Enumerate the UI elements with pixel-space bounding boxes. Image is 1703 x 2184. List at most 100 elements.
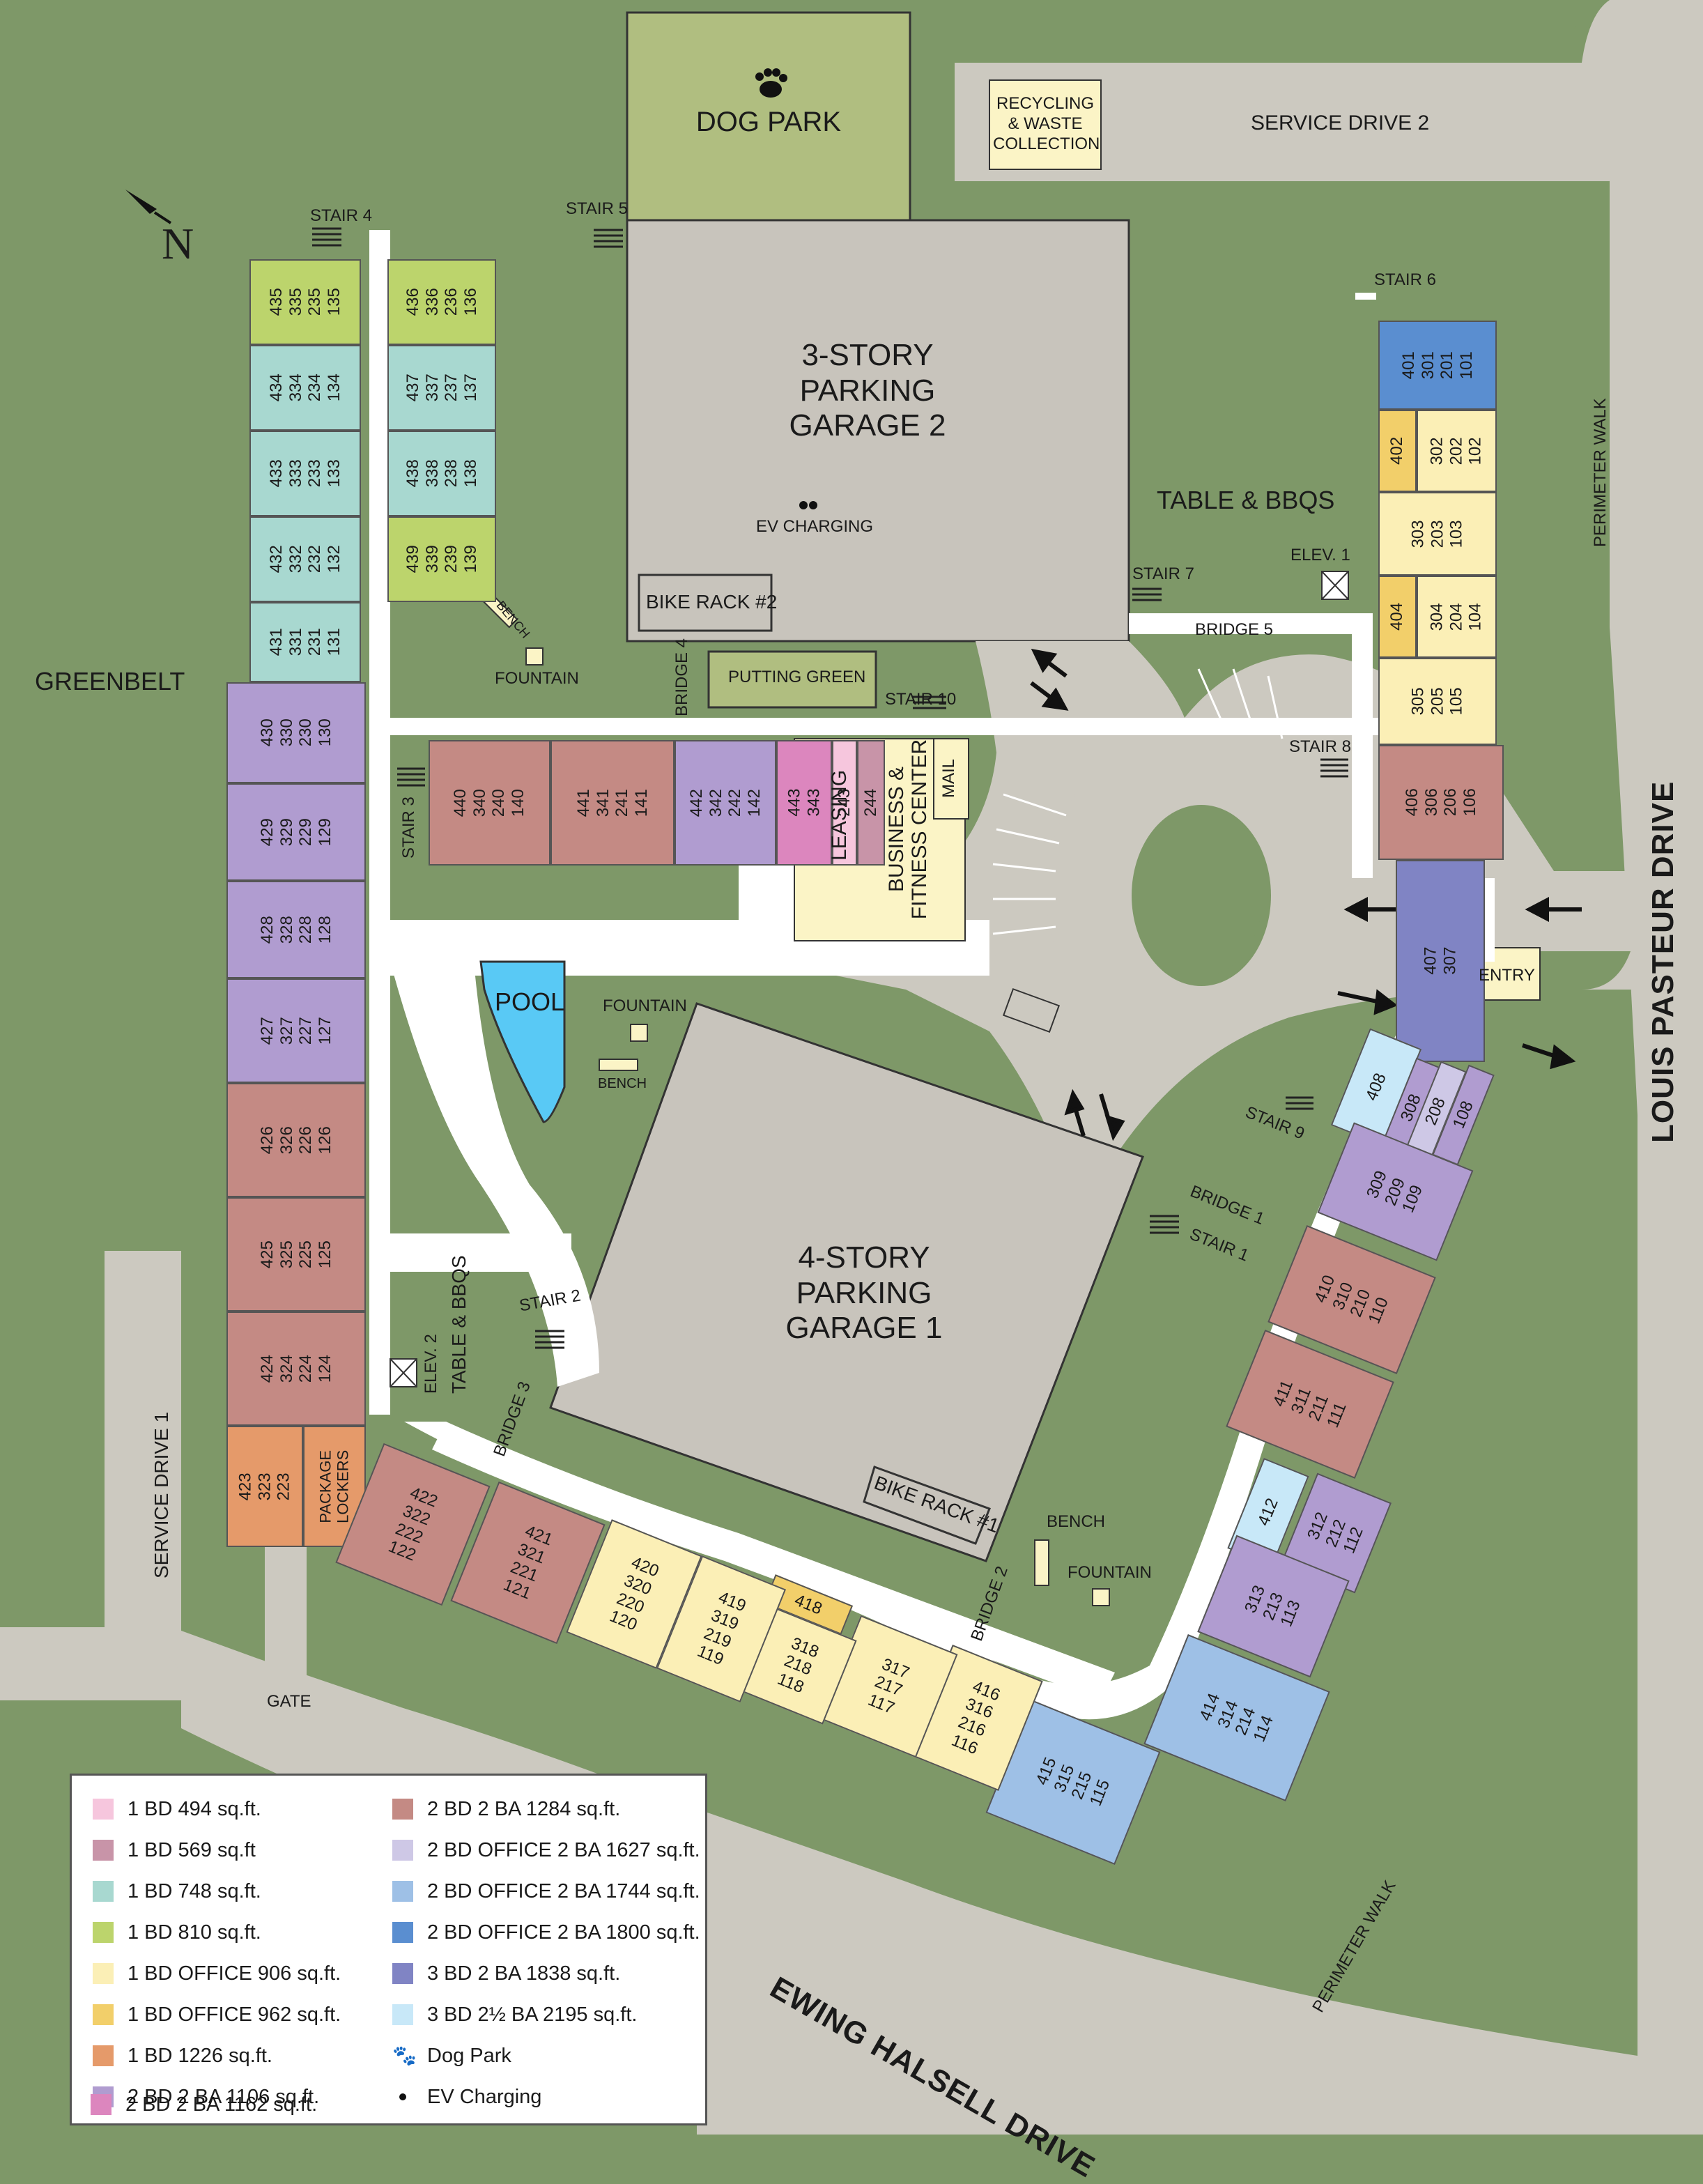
legend-item: 1 BD 748 sq.ft. [93, 1877, 261, 1905]
legend-swatch [93, 1840, 114, 1861]
legend-swatch [392, 1963, 413, 1984]
ev-charging-label: EV CHARGING [756, 517, 874, 536]
fountain-label-2: FOUNTAIN [603, 997, 687, 1015]
fountain-label-1: FOUNTAIN [495, 669, 579, 688]
legend-item: 2 BD OFFICE 2 BA 1627 sq.ft. [392, 1836, 700, 1864]
legend-item: 1 BD OFFICE 906 sq.ft. [93, 1960, 341, 1987]
unit-430[interactable]: 430 330 230 130 [226, 682, 366, 783]
legend-item: 2 BD 2 BA 1162 sq.ft. [91, 2091, 317, 2118]
roundabout-island [1145, 808, 1263, 976]
stair-7-label: STAIR 7 [1132, 564, 1194, 583]
legend-item: 1 BD 810 sq.ft. [93, 1918, 261, 1946]
unit-304[interactable]: 304 204 104 [1417, 576, 1497, 658]
unit-402[interactable]: 402 [1378, 410, 1417, 492]
unit-243[interactable]: 243 [832, 740, 857, 866]
unit-429[interactable]: 429 329 229 129 [226, 783, 366, 881]
legend-item: 2 BD OFFICE 2 BA 1744 sq.ft. [392, 1877, 700, 1905]
compass-arrow-icon [125, 190, 172, 224]
legend-swatch [392, 1799, 413, 1820]
pool [479, 960, 566, 1123]
pool-label: POOL [495, 987, 565, 1016]
legend-swatch [93, 2045, 114, 2066]
unit-427[interactable]: 427 327 227 127 [226, 978, 366, 1083]
unit-423[interactable]: 423 323 223 [226, 1426, 303, 1547]
dog-park [626, 11, 911, 222]
legend-swatch [93, 1963, 114, 1984]
service-drive-1-label: SERVICE DRIVE 1 [151, 1411, 172, 1578]
unit-438[interactable]: 438 338 238 138 [387, 431, 496, 516]
unit-425[interactable]: 425 325 225 125 [226, 1197, 366, 1312]
unit-443[interactable]: 443 343 [776, 740, 832, 866]
accessible-parking-icon [1002, 987, 1061, 1033]
unit-440[interactable]: 440 340 240 140 [429, 740, 550, 866]
unit-437[interactable]: 437 337 237 137 [387, 345, 496, 431]
bike-rack-2 [638, 574, 773, 632]
unit-435[interactable]: 435 335 235 135 [249, 259, 361, 345]
unit-434[interactable]: 434 334 234 134 [249, 345, 361, 431]
legend-item: 3 BD 2½ BA 2195 sq.ft. [392, 2001, 637, 2029]
legend-item: 2 BD OFFICE 2 BA 1800 sq.ft. [392, 1918, 700, 1946]
legend-swatch [93, 2004, 114, 2025]
unit-303[interactable]: 303 203 103 [1378, 492, 1497, 576]
unit-305[interactable]: 305 205 105 [1378, 658, 1497, 745]
legend-swatch [93, 1881, 114, 1902]
unit-436[interactable]: 436 336 236 136 [387, 259, 496, 345]
legend-item: 1 BD 1226 sq.ft. [93, 2042, 272, 2070]
legend-swatch [392, 1840, 413, 1861]
bridge-4-label: BRIDGE 4 [672, 638, 691, 716]
fountain-label-3: FOUNTAIN [1068, 1563, 1152, 1582]
unit-431[interactable]: 431 331 231 131 [249, 602, 361, 682]
fountain-marker [1092, 1588, 1110, 1606]
unit-426[interactable]: 426 326 226 126 [226, 1083, 366, 1197]
fountain-marker [630, 1024, 648, 1042]
bench-marker [599, 1059, 638, 1071]
unit-406[interactable]: 406 306 206 106 [1378, 745, 1504, 860]
mail-label: MAIL [939, 758, 958, 798]
unit-441[interactable]: 441 341 241 141 [550, 740, 675, 866]
unit-442[interactable]: 442 342 242 142 [675, 740, 776, 866]
legend-swatch [93, 1922, 114, 1943]
table-bbqs-east-label: TABLE & BBQS [1157, 486, 1335, 514]
unit-407[interactable]: 407 307 [1396, 860, 1485, 1062]
unit-433[interactable]: 433 333 233 133 [249, 431, 361, 516]
legend-item: 1 BD 569 sq.ft [93, 1836, 256, 1864]
putting-green-label: PUTTING GREEN [728, 668, 866, 686]
elevator-1 [1321, 571, 1349, 600]
garage-2-label: 3-STORY PARKING GARAGE 2 [789, 338, 946, 443]
legend-item: 1 BD 494 sq.ft. [93, 1795, 261, 1823]
table-bbqs-west-label: TABLE & BBQS [448, 1255, 470, 1394]
stair-3-label: STAIR 3 [399, 797, 418, 859]
legend-item: 🐾Dog Park [392, 2044, 511, 2067]
stair-icons [312, 227, 1348, 1349]
unit-404[interactable]: 404 [1378, 576, 1417, 658]
ev-charging-icon [799, 501, 817, 509]
mail-block [933, 738, 969, 820]
perimeter-walk-label-1: PERIMETER WALK [1591, 398, 1610, 547]
bike-rack-2-label: BIKE RACK #2 [646, 591, 778, 613]
legend-swatch [91, 2094, 111, 2115]
legend-swatch [392, 2004, 413, 2025]
recycling-box [989, 79, 1102, 170]
legend-swatch [392, 1922, 413, 1943]
bike-rack-1 [863, 1466, 991, 1545]
stair-5-label: STAIR 5 [566, 199, 628, 218]
legend-swatch [93, 1799, 114, 1820]
elev-2-label: ELEV. 2 [422, 1334, 440, 1394]
bottom-building-walkway [432, 1422, 1115, 1700]
legend-item: 1 BD OFFICE 962 sq.ft. [93, 2001, 341, 2029]
roads [0, 0, 1703, 2135]
unit-439[interactable]: 439 339 239 139 [387, 516, 496, 602]
parking-garage-2 [626, 219, 1130, 643]
parking-stripes [992, 668, 1284, 935]
legend-item: 2 BD 2 BA 1284 sq.ft. [392, 1795, 620, 1823]
bench-label-1: BENCH [598, 1076, 647, 1091]
unit-428[interactable]: 428 328 228 128 [226, 881, 366, 978]
unit-424[interactable]: 424 324 224 124 [226, 1312, 366, 1426]
unit-244[interactable]: 244 [857, 740, 885, 866]
unit-432[interactable]: 432 332 232 132 [249, 516, 361, 602]
paw-icon: 🐾 [392, 2045, 417, 2066]
recycling-label: RECYCLING & WASTE COLLECTION [993, 94, 1100, 153]
unit-401[interactable]: 401 301 201 101 [1378, 321, 1497, 410]
garage-1-label: 4-STORY PARKING GARAGE 1 [785, 1240, 943, 1346]
unit-302[interactable]: 302 202 102 [1417, 410, 1497, 492]
